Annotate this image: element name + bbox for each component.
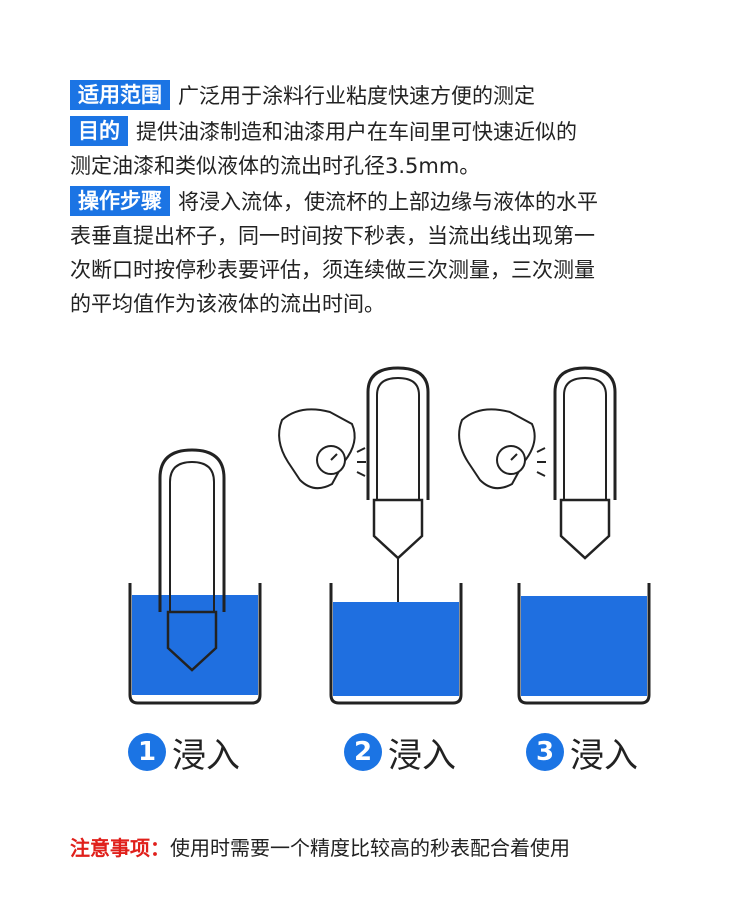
step-3-badge: 3	[526, 733, 564, 771]
step-2: 2 浸入	[344, 722, 456, 782]
liquid-3	[521, 596, 647, 696]
stage-1-illustration	[128, 448, 262, 705]
beaker-2	[329, 583, 463, 705]
procedure-text: 将浸入流体，使流杯的上部边缘与液体的水平	[178, 190, 598, 214]
step-1: 1 浸入	[128, 722, 240, 782]
step-2-label: 浸入	[388, 735, 456, 776]
cup-handle-inner-3	[563, 376, 607, 500]
cup-body-1	[166, 610, 218, 672]
scope-text: 广泛用于涂料行业粘度快速方便的测定	[178, 84, 535, 108]
beaker-3	[517, 583, 651, 705]
hand-3	[458, 408, 536, 490]
beaker-1	[128, 583, 262, 705]
step-3: 3 浸入	[526, 722, 638, 782]
note-text: 使用时需要一个精度比较高的秒表配合着使用	[170, 836, 570, 860]
procedure-text-2: 表垂直提出杯子，同一时间按下秒表，当流出线出现第一	[70, 224, 595, 248]
hand-2	[278, 408, 356, 490]
procedure-text-3: 次断口时按停秒表要评估，须连续做三次测量，三次测量	[70, 258, 595, 282]
stage-3-illustration	[458, 366, 651, 705]
note-title: 注意事项：	[70, 836, 170, 860]
purpose-text: 提供油漆制造和油漆用户在车间里可快速近似的	[136, 120, 577, 144]
step-3-label: 浸入	[570, 735, 638, 776]
stage-2-illustration	[278, 366, 463, 705]
cup-handle-3	[553, 366, 617, 500]
cup-handle-1	[158, 448, 226, 612]
procedure-line-4: 的平均值作为该液体的流出时间。	[70, 286, 385, 322]
procedure-line-2: 表垂直提出杯子，同一时间按下秒表，当流出线出现第一	[70, 218, 595, 254]
cup-handle-inner-1	[169, 460, 215, 612]
procedure-tag: 操作步骤	[70, 186, 170, 216]
note: 注意事项：使用时需要一个精度比较高的秒表配合着使用	[70, 830, 570, 866]
cup-handle-inner-2	[376, 376, 420, 500]
cup-body-3	[559, 498, 611, 560]
procedure-text-4: 的平均值作为该液体的流出时间。	[70, 292, 385, 316]
procedure-line-3: 次断口时按停秒表要评估，须连续做三次测量，三次测量	[70, 252, 595, 288]
cup-handle-2	[366, 366, 430, 500]
scope-line: 适用范围广泛用于涂料行业粘度快速方便的测定	[70, 78, 535, 114]
cup-body-2	[372, 498, 424, 560]
procedure-line: 操作步骤将浸入流体，使流杯的上部边缘与液体的水平	[70, 184, 598, 220]
step-1-label: 浸入	[172, 735, 240, 776]
liquid-1	[132, 595, 258, 695]
liquid-2	[333, 602, 459, 696]
step-2-badge: 2	[344, 733, 382, 771]
purpose-text-2: 测定油漆和类似液体的流出时孔径3.5mm。	[70, 154, 481, 178]
step-1-badge: 1	[128, 733, 166, 771]
purpose-line: 目的提供油漆制造和油漆用户在车间里可快速近似的	[70, 114, 577, 150]
purpose-line-2: 测定油漆和类似液体的流出时孔径3.5mm。	[70, 148, 480, 184]
purpose-tag: 目的	[70, 116, 128, 146]
scope-tag: 适用范围	[70, 80, 170, 110]
procedure-illustration	[128, 366, 651, 705]
